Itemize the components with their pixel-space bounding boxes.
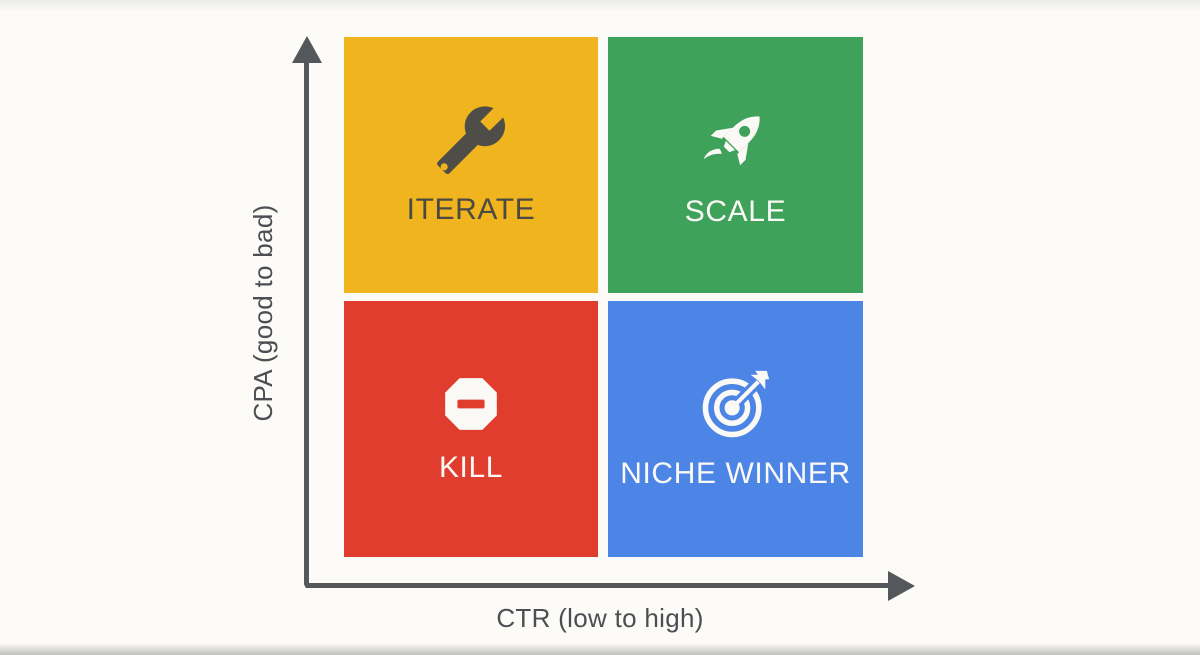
x-axis-label: CTR (low to high) xyxy=(496,603,704,633)
target-icon xyxy=(702,370,769,438)
top-edge-shadow xyxy=(0,0,1200,12)
quadrant-label-niche-winner: NICHE WINNER xyxy=(620,457,851,490)
quadrant-iterate: ITERATE xyxy=(344,37,598,293)
quadrant-label-iterate: ITERATE xyxy=(406,193,536,226)
rocket-icon xyxy=(703,116,760,166)
quadrant-label-scale: SCALE xyxy=(684,195,787,228)
quadrant-scale: SCALE xyxy=(608,37,863,293)
bottom-edge-shadow xyxy=(0,643,1200,655)
y-axis-arrowhead-icon xyxy=(292,36,322,63)
y-axis-label: CPA (good to bad) xyxy=(248,204,278,422)
x-axis-line xyxy=(305,583,891,588)
x-axis-arrowhead-icon xyxy=(888,571,915,601)
quadrant-niche-winner: NICHE WINNER xyxy=(608,301,863,557)
quadrant-kill: KILL xyxy=(344,301,598,557)
quadrant-label-kill: KILL xyxy=(438,451,504,484)
y-axis-line xyxy=(304,52,309,586)
wrench-icon xyxy=(437,106,506,174)
stop-icon xyxy=(445,378,497,430)
